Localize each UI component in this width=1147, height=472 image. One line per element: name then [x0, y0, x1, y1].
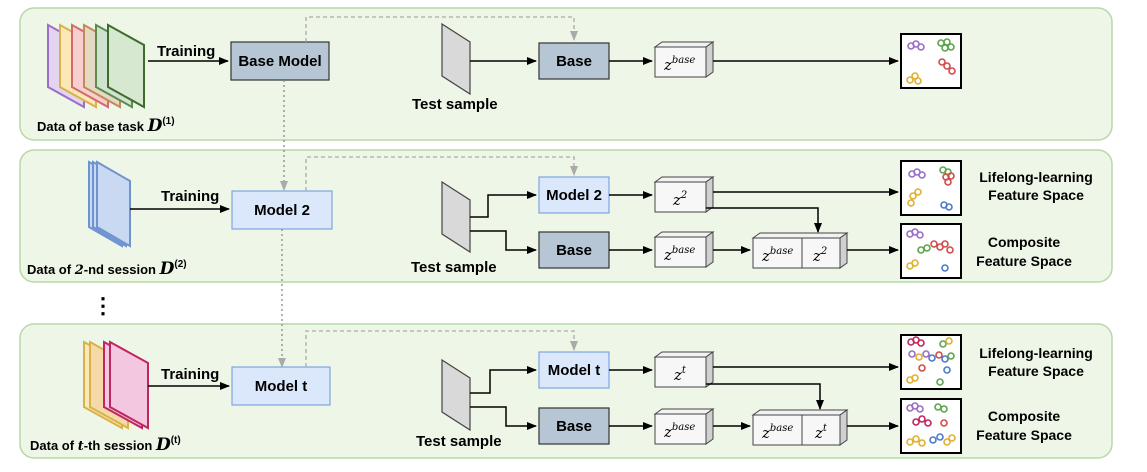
scatter-plot-icon	[900, 160, 962, 216]
caption-base-task: Data of base task D(1)	[37, 116, 175, 136]
data-stack-icon	[88, 160, 131, 248]
model-t-small-label: Model t	[548, 362, 601, 379]
composite-space-label-2b: Feature Space	[976, 253, 1072, 269]
scatter-plot-icon	[900, 223, 962, 279]
concat-zbase-3: zbase	[761, 423, 793, 442]
lifelong-space-label-3b: Feature Space	[988, 363, 1084, 379]
composite-space-label-2a: Composite	[988, 234, 1061, 250]
scatter-plot-icon	[900, 33, 962, 89]
scatter-plot-icon	[900, 334, 962, 390]
test-sample-label-1: Test sample	[412, 96, 498, 113]
model-2-box	[231, 190, 333, 230]
scatter-plot-icon	[900, 398, 962, 454]
arrow-sample-model-t	[470, 366, 537, 394]
base-label-2: Base	[556, 242, 592, 259]
lifelong-space-label-3a: Lifelong-learning	[979, 345, 1093, 361]
training-label-3: Training	[161, 366, 219, 383]
arrow-sample-base-3	[470, 406, 537, 430]
training-label-2: Training	[161, 188, 219, 205]
model-2-small-box	[538, 176, 610, 214]
model-2-small-label: Model 2	[546, 187, 602, 204]
arrow-zt-concat	[706, 383, 824, 410]
composite-space-label-3b: Feature Space	[976, 427, 1072, 443]
z-base-label-1: zbase	[663, 55, 695, 74]
model-t-box	[231, 366, 331, 406]
dashed-link-2	[305, 156, 578, 191]
data-stack-icon	[83, 340, 149, 430]
test-sample-icon	[441, 180, 471, 254]
feature-cube-icon	[653, 351, 715, 388]
base-box-1	[538, 42, 610, 80]
data-stack-icon	[47, 23, 145, 109]
concat-zt: zt	[814, 423, 828, 442]
model-2-label: Model 2	[254, 202, 310, 219]
caption-session-t: Data of t-th session D(t)	[30, 435, 181, 455]
test-sample-icon	[441, 358, 471, 432]
feature-cube-icon	[653, 41, 715, 78]
base-model-label: Base Model	[238, 53, 321, 70]
feature-cube-icon	[653, 231, 715, 268]
arrow-sample-base-2	[470, 230, 537, 254]
lifelong-space-label-2a: Lifelong-learning	[979, 169, 1093, 185]
dashed-link-1	[305, 16, 578, 42]
z-t-label: zt	[673, 365, 687, 384]
z-2-label: z2	[672, 190, 687, 209]
base-model-box	[230, 41, 330, 81]
feature-cube-icon	[653, 176, 715, 213]
arrow-z2-concat	[706, 207, 822, 233]
z-base-label-2: zbase	[663, 245, 695, 264]
caption-session-2: Data of 2-nd session D(2)	[27, 259, 187, 279]
lifelong-space-label-2b: Feature Space	[988, 187, 1084, 203]
test-sample-label-3: Test sample	[416, 433, 502, 450]
feature-cube-icon	[653, 408, 715, 445]
z-base-label-3: zbase	[663, 422, 695, 441]
feature-cube-icon	[751, 232, 849, 269]
dashed-link-3	[305, 330, 578, 367]
test-sample-label-2: Test sample	[411, 259, 497, 276]
arrow-sample-model-2	[470, 191, 537, 218]
feature-cube-icon	[751, 409, 849, 446]
base-box-3	[538, 407, 610, 445]
model-t-label: Model t	[255, 378, 308, 395]
base-label-1: Base	[556, 53, 592, 70]
training-label-1: Training	[157, 43, 215, 60]
base-label-3: Base	[556, 418, 592, 435]
test-sample-icon	[441, 22, 471, 96]
concat-zbase-2: zbase	[761, 246, 793, 265]
ellipsis: ⋮	[92, 293, 114, 318]
concat-z2: z2	[812, 246, 827, 265]
composite-space-label-3a: Composite	[988, 408, 1061, 424]
